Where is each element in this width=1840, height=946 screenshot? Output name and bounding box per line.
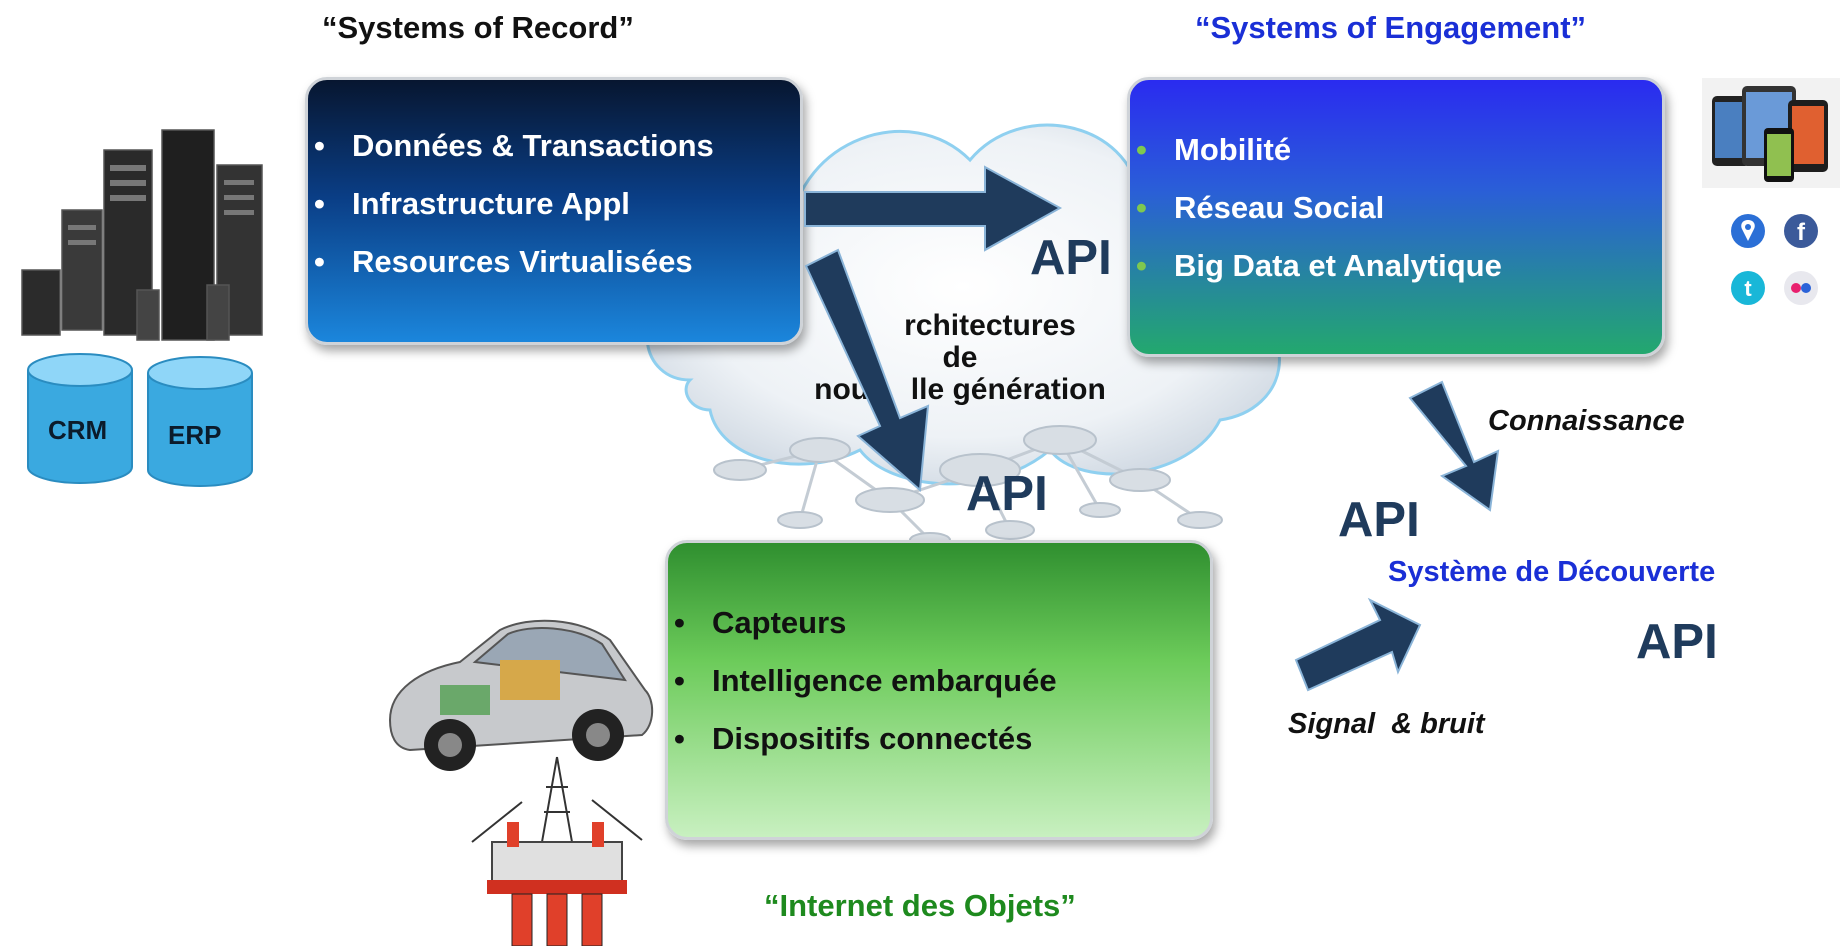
systems-of-engagement-box: •Mobilité •Réseau Social •Big Data et An… (1127, 77, 1665, 357)
arrow-signal-to-discovery (1294, 597, 1422, 692)
systems-of-record-box: •Données & Transactions •Infrastructure … (305, 77, 803, 345)
api-label-right: API (1338, 493, 1420, 547)
cloud-line-3: nou lle génération (814, 373, 1106, 406)
cloud-line-2: de (942, 341, 978, 374)
network-graph-icon (713, 425, 1223, 548)
arrow-record-to-engagement (804, 165, 1063, 252)
systems-of-engagement-heading: “Systems of Engagement” (1195, 10, 1587, 45)
engagement-item: •Mobilité (1136, 132, 1292, 167)
cloud-label: rchitectures de nou lle génération (780, 310, 1140, 406)
erp-label: ERP (168, 420, 222, 450)
iot-item: •Capteurs (674, 605, 847, 640)
facebook-icon: f (1784, 214, 1818, 248)
engagement-item: •Réseau Social (1136, 190, 1385, 225)
iot-item: •Intelligence embarquée (674, 663, 1057, 698)
engagement-item: •Big Data et Analytique (1136, 248, 1502, 283)
record-item: •Infrastructure Appl (314, 186, 630, 221)
mobile-devices-icon (1702, 78, 1840, 188)
systems-of-record-heading: “Systems of Record” (322, 10, 634, 45)
record-item: •Resources Virtualisées (314, 244, 693, 279)
arrow-record-to-iot (804, 248, 930, 493)
iot-item: •Dispositifs connectés (674, 721, 1033, 756)
oil-rig-icon (471, 756, 643, 946)
servers-icon (21, 129, 263, 341)
cloud-line-1: rchitectures (904, 309, 1076, 342)
svg-text:f: f (1797, 219, 1806, 246)
api-label-far-right: API (1636, 615, 1718, 669)
knowledge-label: Connaissance (1488, 405, 1685, 437)
svg-text:t: t (1744, 276, 1752, 301)
database-icon (27, 353, 133, 484)
database-icon (147, 356, 253, 487)
flickr-icon (1784, 271, 1818, 305)
api-label-middle: API (966, 467, 1048, 521)
arrow-engagement-to-discovery (1408, 380, 1500, 512)
signal-noise-label: Signal & bruit (1288, 708, 1485, 740)
car-icon (388, 619, 654, 771)
discovery-system-heading: Système de Découverte (1388, 556, 1716, 588)
internet-of-things-box: •Capteurs •Intelligence embarquée •Dispo… (665, 540, 1213, 840)
internet-of-things-heading: “Internet des Objets” (764, 888, 1076, 923)
location-pin-icon (1731, 214, 1765, 248)
api-label-top: API (1030, 231, 1112, 285)
twitter-icon: t (1731, 271, 1765, 305)
record-item: •Données & Transactions (314, 128, 714, 163)
crm-label: CRM (48, 415, 108, 445)
